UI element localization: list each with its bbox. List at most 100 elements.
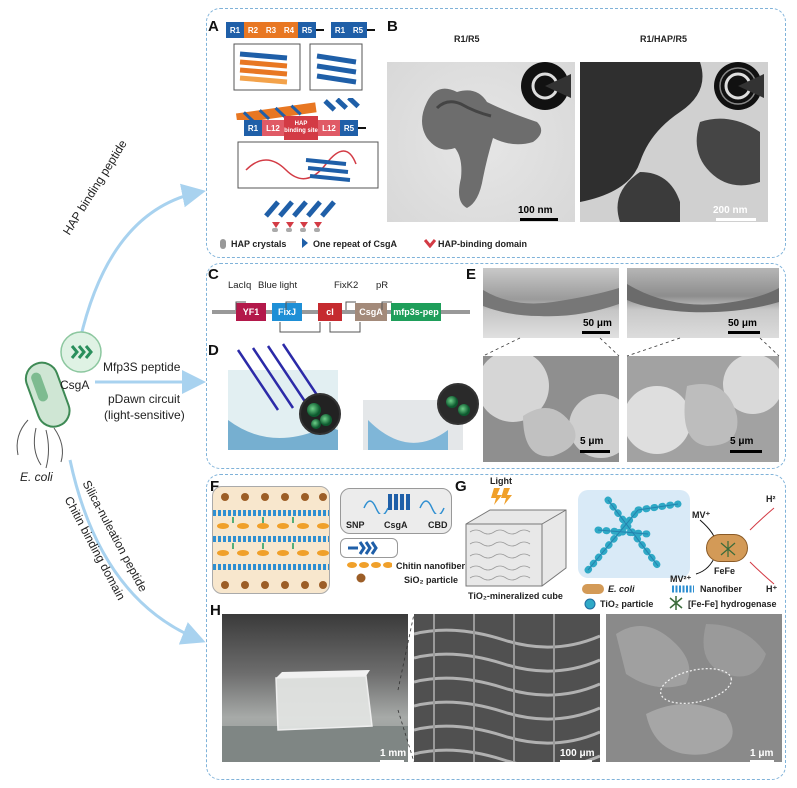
tio2-cube [465,509,567,587]
sem-h-scalebar-2 [750,760,774,763]
hap-structure [237,141,379,232]
legend-hap-crystals: HAP crystals [231,239,287,249]
arrow-b-label-3: (light-sensitive) [104,408,185,422]
blue-light-label: Blue light [258,280,298,291]
legend-tio2: TiO₂ particle [600,599,654,609]
photo-scale: 1 mm [380,748,407,759]
sio2-particle-icon [356,573,366,583]
legend-sio2: SiO₂ particle [404,575,459,585]
sem-e-scalebar-1 [582,331,610,334]
gene-r3: R3 [262,22,280,38]
panel-f-label: F [210,478,220,495]
panel-c-label: C [208,266,219,283]
gene-csga-c: CsgA [355,303,387,321]
mv-2plus-label: MV²⁺ [670,574,692,584]
panel-h-label: H [210,602,221,619]
gene-ci: cI [318,303,342,321]
ecoli-legend-icon [582,584,604,594]
tem-title-right: R1/HAP/R5 [640,34,688,44]
chitin-assembly [212,486,330,594]
gene-r4: R4 [280,22,298,38]
fefe-label: FeFe [714,566,736,576]
sem-e-bottom-left [483,356,619,462]
hap-crystal-icon [220,239,226,249]
light-label: Light [490,476,512,486]
panel-fgh-box [206,474,786,780]
gene-r5: R5 [298,22,316,38]
sem-e-scalebar-4 [730,450,762,453]
gene-fixj: FixJ [272,303,302,321]
panel-ab-box [206,8,786,258]
cbd-label: CBD [428,520,448,530]
tio2-particle-icon [584,598,596,610]
sem-e-top-left [483,268,619,338]
arrow-b-label-1: Mfp3S peptide [103,360,181,374]
csga-label: CsgA [60,378,90,392]
panel-d-label: D [208,342,219,359]
sem-e-scalebar-2 [728,331,760,334]
circuit-arrows [235,301,392,333]
sem-h-right [606,614,782,762]
gene-mfp3s: mfp3s-pep [391,303,441,321]
arrow-to-h [68,459,206,645]
pr-label: pR [376,280,389,291]
diffraction-pattern-right [714,62,764,110]
csga-fusion-structure [363,494,445,514]
fiber-row-a [235,98,360,120]
panel-g-label: G [455,478,467,495]
tem-title-left: R1/R5 [454,34,480,44]
photo-scalebar [380,760,404,763]
legend-hap-binding: HAP-binding domain [438,239,527,249]
lac-label: LacIq [228,280,252,291]
gene-hap-site: HAP binding site [284,116,318,140]
sem-e-scalebar-3 [580,450,610,453]
tem-scale-left: 100 nm [518,205,553,216]
ecoli-fefe-cell [706,534,748,562]
panel-a-label: A [208,18,219,35]
photo-cube [222,614,408,762]
gene-yf1: YF1 [236,303,266,321]
gene-r1: R1 [226,22,244,38]
sem-h-middle [414,614,600,762]
sem-e-bottom-right [627,356,779,462]
nanofiber-zoom [578,490,690,578]
gene-l12a: L12 [262,120,284,136]
gene-l12b: L12 [318,120,340,136]
sem-h-scale-2: 1 μm [750,748,774,759]
panel-e-label: E [466,266,477,283]
csga-fiber-icon [348,541,378,555]
ecoli-icon [16,331,102,469]
legend-nanofiber: Nanofiber [700,584,743,594]
sem-e-scale-1: 50 μm [583,318,612,329]
gene-r1-hap: R1 [244,120,262,136]
gene-r5-hap: R5 [340,120,358,136]
nanofiber-legend-icon [672,585,694,593]
sem-e-scale-3: 5 μm [580,436,604,447]
gene-r1b: R1 [331,22,349,38]
hplus-label: H⁺ [766,584,778,594]
tem-scalebar-right [716,218,756,221]
arrow-to-a [78,183,206,341]
legend-chitin: Chitin nanofiber [396,561,465,571]
tem-scale-right: 200 nm [713,205,748,216]
panel-cde-box [206,263,786,469]
mv-plus-label: MV⁺ [692,510,711,520]
tem-scalebar-left [520,218,558,221]
sem-e-scale-4: 5 μm [730,436,754,447]
arrow-b-label-2: pDawn circuit [108,392,181,406]
left-arrows [68,183,206,645]
tem-image-right [580,62,768,222]
fixk2-label: FixK2 [334,280,359,291]
panel-b-label: B [387,18,398,35]
csga-domain-label: CsgA [384,520,408,530]
chitin-nanofiber-icon [347,562,392,568]
legend-csga-repeat: One repeat of CsgA [313,239,398,249]
gene-r5b: R5 [349,22,367,38]
diffraction-pattern-left [521,62,571,110]
csga-repeat-icon [302,238,308,248]
sem-e-top-right [627,268,779,338]
legend-ecoli: E. coli [608,584,635,594]
tem-image-left [387,62,575,222]
ecoli-label: E. coli [20,470,53,484]
